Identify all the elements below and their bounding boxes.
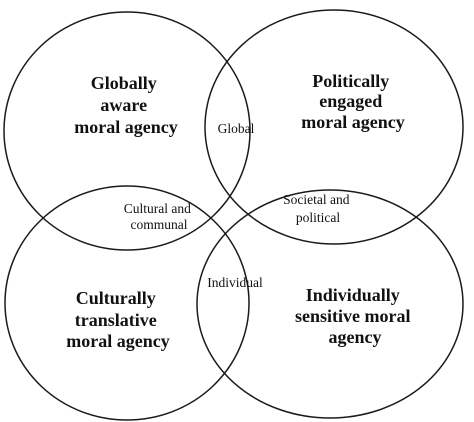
quadrant-label-line: engaged <box>319 91 382 111</box>
overlap-label-line: Individual <box>207 275 263 290</box>
quadrant-label-political: Politically engaged moral agency <box>301 71 404 132</box>
quadrant-label-line: agency <box>329 327 382 347</box>
quadrant-label-line: moral agency <box>301 112 404 132</box>
quadrant-label-line: Culturally <box>76 288 156 308</box>
circle-individual <box>196 189 464 419</box>
overlap-label-cultural-communal: Cultural and communal <box>124 201 195 232</box>
quadrant-label-line: moral agency <box>74 117 177 137</box>
quadrant-label-cultural: Culturally translative moral agency <box>66 288 169 351</box>
overlap-label-individual: Individual <box>207 275 263 290</box>
overlap-label-line: Societal and <box>283 192 350 207</box>
overlap-label-line: communal <box>131 217 188 232</box>
quadrant-label-line: sensitive moral <box>295 306 410 326</box>
overlap-label-societal-political: Societal and political <box>283 192 353 225</box>
overlap-label-line: Cultural and <box>124 201 191 216</box>
overlap-label-global: Global <box>218 121 255 136</box>
quadrant-label-line: Individually <box>306 285 400 305</box>
circle-cultural <box>4 185 250 421</box>
overlap-label-line: Global <box>218 121 255 136</box>
quadrant-label-line: translative <box>75 310 157 330</box>
quadrant-label-line: moral agency <box>66 331 169 351</box>
quadrant-label-line: Globally <box>91 73 157 93</box>
quadrant-label-global: Globally aware moral agency <box>74 73 177 137</box>
quadrant-label-line: aware <box>100 95 147 115</box>
overlap-label-line: political <box>296 210 340 225</box>
circle-global <box>3 11 251 251</box>
quadrant-label-line: Politically <box>312 71 389 91</box>
circle-political <box>204 9 464 245</box>
quadrant-label-individual: Individually sensitive moral agency <box>295 285 415 347</box>
